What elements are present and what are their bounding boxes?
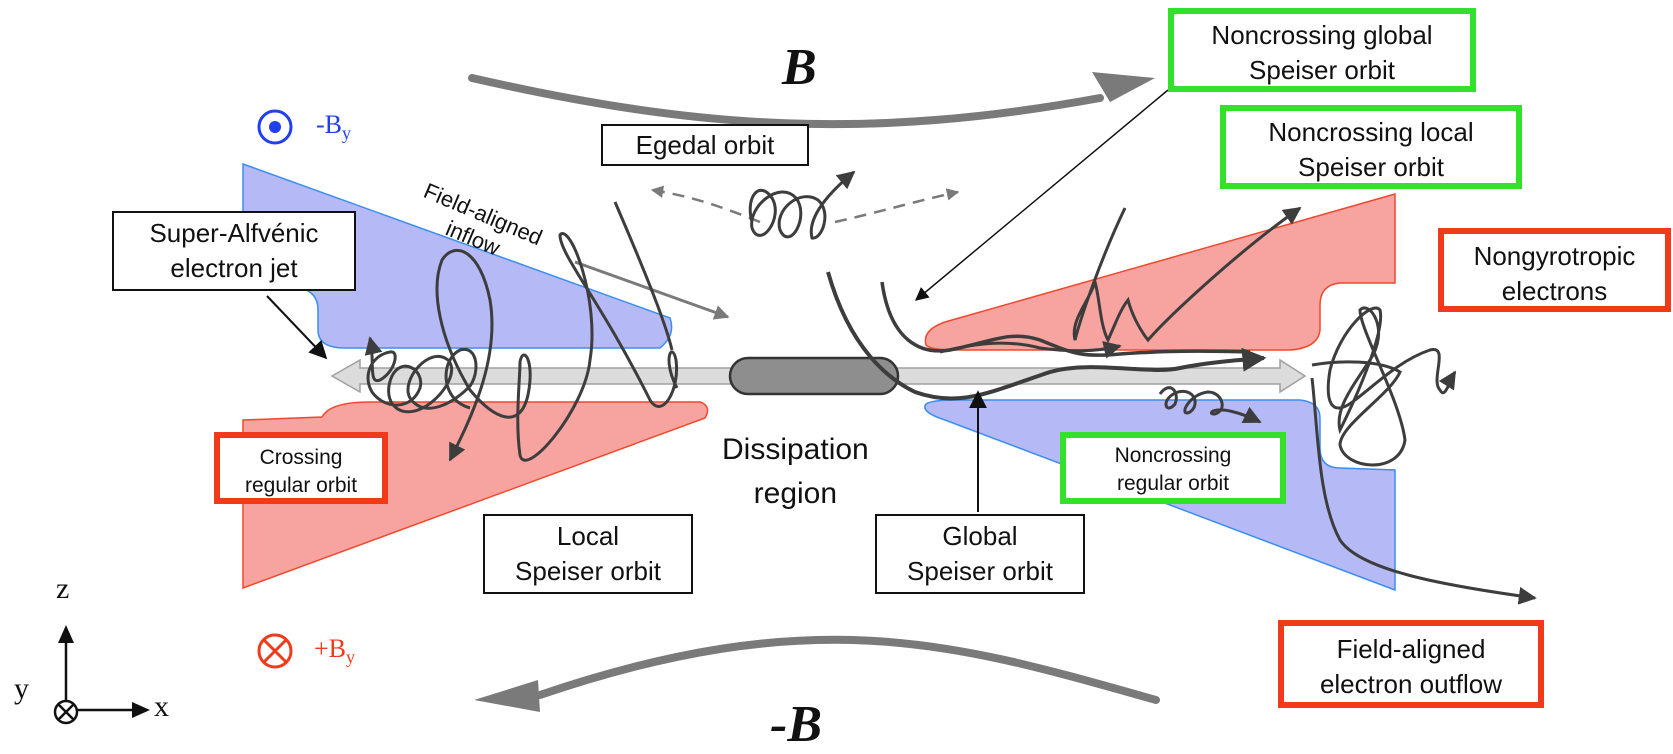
local-speiser-orbit: [435, 232, 679, 462]
upper-right-red-region: [924, 193, 1396, 351]
noncrossing-global-line2: Speiser orbit: [1249, 55, 1395, 85]
field-aligned-outflow-line2: electron outflow: [1319, 669, 1503, 699]
noncrossing-local-line2: Speiser orbit: [1298, 152, 1444, 182]
field-aligned-outflow-line1: Field-aligned: [1336, 634, 1486, 664]
noncrossing-global-line1: Noncrossing global: [1211, 20, 1433, 50]
nongyrotropic-line2: electrons: [1501, 276, 1608, 306]
egedal-line1: Egedal orbit: [635, 130, 775, 160]
global-speiser-line2: Speiser orbit: [907, 556, 1053, 586]
local-speiser-orbit-box: Local Speiser orbit: [483, 514, 693, 594]
pointer-noncrossing-global: [914, 89, 1169, 301]
dissipation-region-shape: [728, 356, 900, 396]
nongyrotropic-electrons-box: Nongyrotropic electrons: [1438, 228, 1671, 312]
nongyrotropic-orbit: [1311, 306, 1457, 467]
field-b-label: B: [782, 39, 817, 96]
noncrossing-local-speiser-orbit: [1072, 206, 1302, 344]
bottom-field-arrowhead: [474, 680, 540, 712]
crossing-regular-line2: regular orbit: [244, 474, 358, 497]
global-speiser-orbit: [826, 271, 1267, 401]
noncrossing-global-speiser-box: Noncrossing global Speiser orbit: [1168, 8, 1476, 92]
super-alfvenic-line1: Super-Alfvénic: [149, 218, 319, 248]
noncrossing-regular-orbit-box: Noncrossing regular orbit: [1060, 432, 1286, 504]
noncrossing-local-speiser-box: Noncrossing local Speiser orbit: [1220, 105, 1522, 189]
crossing-regular-line1: Crossing: [259, 446, 343, 469]
egedal-orbit-box: Egedal orbit: [601, 124, 809, 166]
egedal-dashed-arrow-right: [834, 188, 960, 224]
dot-circle-icon: [257, 109, 293, 145]
by-minus-label: -By: [316, 110, 351, 144]
by-minus-text: -B: [316, 110, 342, 139]
noncrossing-regular-orbit-loops: [1158, 386, 1262, 424]
by-plus-sub: y: [346, 647, 356, 668]
bottom-field-line: [536, 635, 1160, 704]
egedal-orbit-loops: [748, 170, 856, 240]
noncrossing-global-speiser-orbit: [880, 281, 1251, 357]
top-field-line: [468, 74, 1104, 129]
global-speiser-line1: Global: [942, 521, 1018, 551]
by-minus-sub: y: [342, 123, 351, 144]
super-alfvenic-jet-box: Super-Alfvénic electron jet: [112, 211, 356, 291]
axis-x-label: x: [154, 690, 169, 723]
dissipation-line2: region: [753, 477, 838, 510]
field-aligned-outflow-orbit: [1310, 377, 1537, 605]
cross-circle-icon: [257, 633, 293, 669]
axis-z-label: z: [56, 572, 70, 605]
local-speiser-line2: Speiser orbit: [515, 556, 661, 586]
top-field-arrowhead: [1092, 72, 1155, 102]
global-speiser-orbit-box: Global Speiser orbit: [875, 514, 1085, 594]
crossing-regular-orbit-box: Crossing regular orbit: [214, 432, 388, 504]
dissipation-region-label: Dissipation region: [722, 428, 869, 516]
egedal-dashed-arrow-left: [650, 185, 761, 224]
super-alfvenic-line2: electron jet: [170, 253, 298, 283]
local-speiser-line1: Local: [556, 521, 620, 551]
field-aligned-outflow-box: Field-aligned electron outflow: [1278, 620, 1544, 708]
noncrossing-regular-line2: regular orbit: [1116, 472, 1230, 495]
crossing-regular-orbit-loops: [364, 336, 478, 414]
local-speiser-orbit-tail: [613, 201, 674, 351]
field-minus-b-label: -B: [770, 696, 822, 753]
pointer-super-alfvenic: [266, 295, 328, 360]
dissipation-line1: Dissipation: [722, 433, 869, 466]
nongyrotropic-line1: Nongyrotropic: [1473, 241, 1636, 271]
noncrossing-regular-line1: Noncrossing: [1114, 444, 1232, 467]
noncrossing-local-orbit-meander: [939, 341, 1122, 359]
noncrossing-local-line1: Noncrossing local: [1268, 117, 1474, 147]
coordinate-axes-icon: [53, 625, 150, 725]
axis-y-label: y: [14, 672, 29, 705]
by-plus-text: +B: [314, 634, 347, 663]
by-plus-label: +By: [314, 634, 355, 668]
